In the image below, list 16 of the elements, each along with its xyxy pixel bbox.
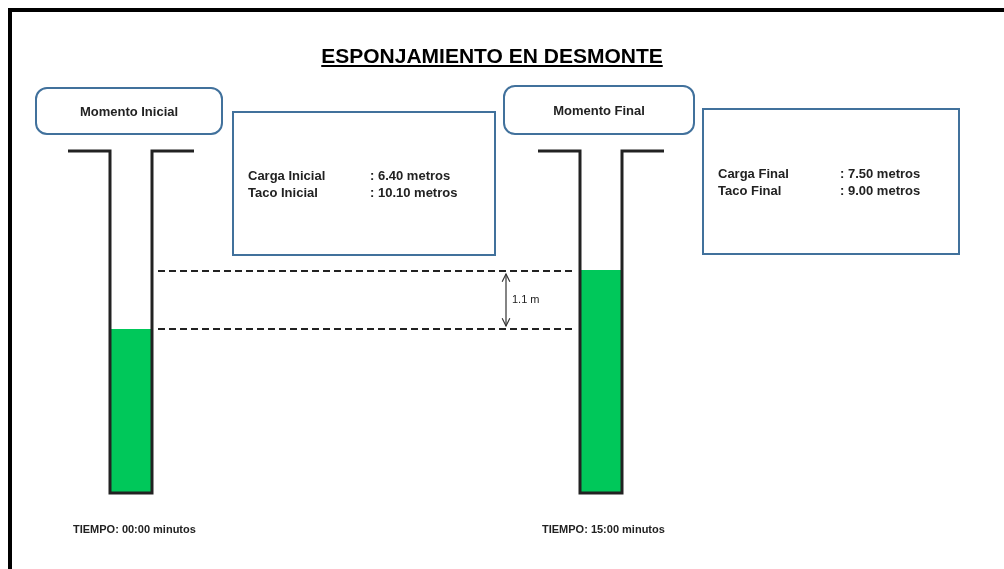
stage-label-box: Momento Inicial (35, 87, 223, 135)
time-label: TIEMPO: 15:00 minutos (542, 523, 665, 535)
value-text: : 7.50 metros (840, 165, 922, 181)
data-box (232, 111, 496, 256)
diagram-title: ESPONJAMIENTO EN DESMONTE (320, 44, 664, 68)
parameter-label: Taco Final (718, 182, 783, 198)
dimension-label: 1.1 m (512, 293, 540, 305)
parameter-label: Taco Inicial (248, 184, 319, 200)
time-label: TIEMPO: 00:00 minutos (73, 523, 196, 535)
value-text: : 6.40 metros (370, 167, 452, 183)
value-text: : 10.10 metros (370, 184, 459, 200)
parameter-label: Carga Inicial (248, 167, 327, 183)
stage-label-box: Momento Final (503, 85, 695, 135)
parameter-label: Carga Final (718, 165, 790, 181)
value-text: : 9.00 metros (840, 182, 922, 198)
data-box (702, 108, 960, 255)
